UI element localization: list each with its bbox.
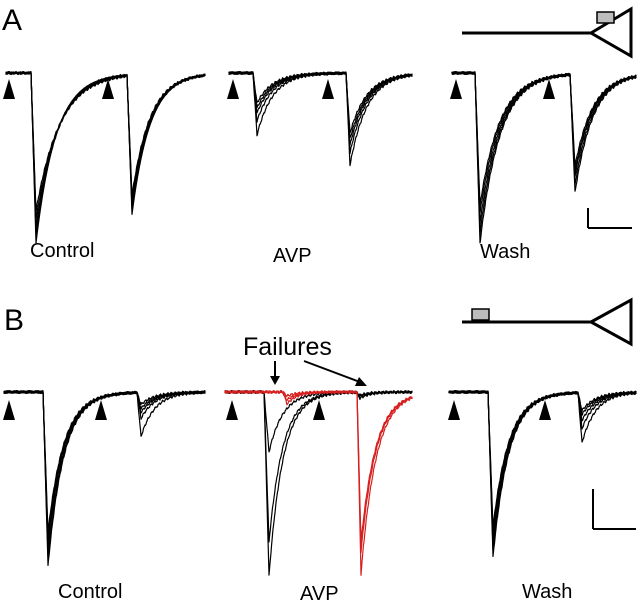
- stimulus-marker-icon: [3, 79, 15, 99]
- trace-group-wash: [448, 390, 637, 558]
- trace-group-control: [5, 71, 206, 244]
- stimulus-marker-icon: [313, 400, 325, 420]
- stimulus-marker-icon: [448, 400, 460, 420]
- label-avp: AVP: [300, 583, 339, 605]
- stimulus-marker-icon: [227, 79, 239, 99]
- panel-b: B Failures Control AVP: [3, 297, 637, 605]
- neuron-schematic-icon: [462, 6, 633, 59]
- stimulus-marker-icon: [226, 400, 238, 420]
- stimulus-marker-icon: [102, 79, 114, 99]
- scale-bar-icon: [587, 208, 632, 229]
- recorded-trace: [448, 390, 637, 529]
- label-avp: AVP: [273, 245, 312, 267]
- label-control: Control: [58, 581, 122, 603]
- failures-label: Failures: [243, 333, 332, 361]
- stimulus-marker-icon: [3, 400, 15, 420]
- stimulus-marker-icon: [450, 79, 462, 99]
- stimulus-marker-icon: [543, 79, 555, 99]
- stimulating-electrode-icon: [596, 11, 615, 24]
- stimulus-marker-icon: [539, 400, 551, 420]
- trace-group-wash: [451, 71, 637, 244]
- failures-arrow-icon: [270, 360, 367, 386]
- trace-group-avp: [224, 390, 413, 576]
- panel-letter-b: B: [4, 304, 24, 337]
- recorded-trace: [451, 71, 637, 206]
- label-control: Control: [30, 240, 94, 262]
- recorded-trace: [224, 390, 413, 542]
- label-wash: Wash: [480, 241, 530, 263]
- stimulating-electrode-icon: [471, 308, 490, 321]
- recorded-trace: [3, 390, 206, 533]
- stimulus-marker-icon: [95, 400, 107, 420]
- recorded-trace: [224, 390, 413, 453]
- label-wash: Wash: [522, 581, 572, 603]
- panel-a: A Control AVP Wash: [2, 4, 637, 267]
- trace-group-avp: [228, 71, 413, 167]
- trace-group-control: [3, 390, 206, 566]
- panel-letter-a: A: [2, 4, 22, 37]
- recorded-trace: [5, 71, 206, 212]
- scale-bar-icon: [592, 489, 636, 530]
- stimulus-marker-icon: [322, 79, 334, 99]
- recorded-trace: [228, 71, 413, 134]
- neuron-schematic-icon: [462, 297, 633, 347]
